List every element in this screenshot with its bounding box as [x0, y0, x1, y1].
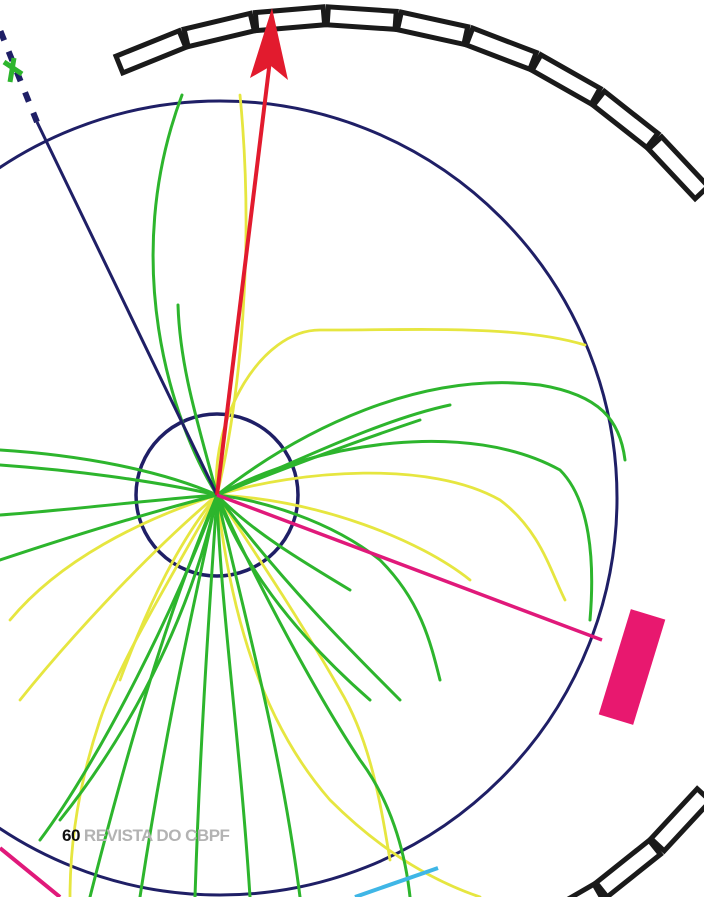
yellow-track — [215, 471, 567, 602]
calorimeter-segment — [645, 133, 704, 203]
muon-track-extension — [0, 28, 40, 124]
green-track — [151, 93, 219, 497]
calorimeter-segment — [589, 87, 662, 152]
green-track — [176, 303, 219, 497]
green-track — [0, 463, 219, 497]
calorimeter-segment — [394, 9, 471, 48]
calorimeter-segment — [324, 4, 399, 32]
inner-tracker-circle — [134, 412, 300, 578]
electron-track — [216, 493, 603, 642]
green-track — [215, 493, 352, 592]
green-track — [215, 493, 252, 897]
yellow-track — [18, 493, 219, 702]
green-track — [215, 493, 412, 897]
calorimeter-segment — [181, 10, 258, 50]
detector-circles — [0, 99, 619, 897]
green-track — [215, 493, 302, 897]
calorimeter-segment — [592, 836, 664, 897]
yellow-track — [118, 493, 219, 682]
yellow-track — [68, 493, 219, 897]
green-track — [58, 493, 219, 822]
green-track — [38, 493, 219, 842]
outer-tracker-circle — [0, 99, 619, 897]
magazine-name: REVISTA DO CBPF — [83, 826, 230, 845]
green-track — [0, 493, 219, 517]
missing-energy-arrow — [215, 59, 272, 496]
green-track — [215, 493, 442, 682]
yellow-track — [8, 493, 219, 622]
green-tracks — [0, 93, 627, 897]
energy-deposit-block — [598, 609, 666, 725]
yellow-track — [215, 493, 392, 862]
calorimeter-segment — [531, 880, 607, 897]
green-track — [215, 493, 402, 702]
calorimeter-segment — [528, 51, 604, 108]
highlighted-tracks — [0, 8, 603, 897]
muon-track — [35, 121, 219, 496]
green-track — [215, 439, 594, 622]
arrow-head-icon — [250, 8, 288, 80]
green-track — [215, 418, 422, 497]
calorimeter-segment — [112, 27, 190, 77]
yellow-track — [215, 493, 472, 582]
green-track — [215, 381, 627, 497]
green-track — [193, 493, 219, 897]
green-track — [0, 448, 219, 497]
calorimeter-segment — [463, 24, 540, 73]
page-number: 60 — [62, 826, 80, 845]
green-track — [0, 493, 219, 562]
calorimeter-segment — [252, 4, 328, 34]
corner-hit-mark — [2, 57, 24, 83]
yellow-track — [215, 93, 248, 497]
green-track — [215, 493, 372, 702]
cyan-track — [354, 866, 439, 897]
lower-magenta-track — [0, 846, 62, 897]
calorimeter-segment — [647, 785, 704, 855]
